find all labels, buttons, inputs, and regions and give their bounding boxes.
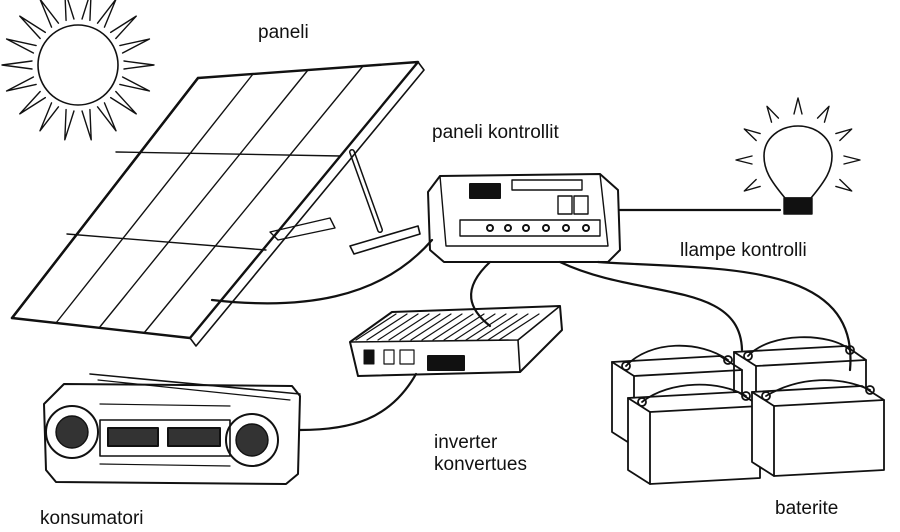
ray <box>96 0 117 28</box>
inverter-ridge <box>355 313 397 341</box>
ray <box>109 15 137 40</box>
label-panel: paneli <box>258 22 309 43</box>
ray <box>816 105 830 123</box>
label-inverter-line2: konvertues <box>434 454 527 475</box>
ray <box>39 0 60 28</box>
radio-icon <box>43 373 301 485</box>
inverter-ridge <box>465 313 507 341</box>
label-inverter-line1: inverter <box>434 432 498 453</box>
ray <box>743 178 761 192</box>
ray <box>843 155 861 165</box>
inverter-ridge <box>487 313 529 341</box>
ray <box>1 60 33 70</box>
wiring <box>210 208 852 432</box>
inverter-ridge <box>443 313 485 341</box>
ray <box>123 60 155 70</box>
inverter-ridge <box>454 313 496 341</box>
ray <box>119 76 151 92</box>
inverter-ridge <box>421 313 463 341</box>
ray <box>19 15 47 40</box>
sun-icon <box>1 0 155 141</box>
inverter-ridge <box>399 313 441 341</box>
ray <box>64 0 75 22</box>
inverter-ridge <box>366 313 408 341</box>
inverter-ridge <box>498 313 540 341</box>
ray <box>64 108 75 141</box>
label-consumer: konsumatori <box>40 508 144 529</box>
label-lamp: llampe kontrolli <box>680 240 807 261</box>
ray <box>766 105 780 123</box>
inverter-ridge <box>377 313 419 341</box>
inverter-ridge <box>476 313 518 341</box>
ray <box>19 90 47 115</box>
solar-panel-icon <box>10 60 425 347</box>
ray <box>39 102 60 132</box>
battery-icon <box>611 336 885 485</box>
inverter-ridge <box>388 313 430 341</box>
ray <box>119 38 151 54</box>
ray <box>81 0 92 22</box>
ray <box>793 97 803 115</box>
ray <box>5 38 37 54</box>
ray <box>743 128 761 142</box>
light-bulb-icon <box>735 97 861 215</box>
label-controller: paneli kontrollit <box>432 122 559 143</box>
ray <box>96 102 117 132</box>
ray <box>735 155 753 165</box>
inverter-icon <box>349 305 563 377</box>
ray <box>5 76 37 92</box>
inverter-ridge <box>432 313 474 341</box>
charge-controller-icon <box>427 173 621 263</box>
ray <box>835 128 853 142</box>
ray <box>835 178 853 192</box>
inverter-ridge <box>410 313 452 341</box>
label-inverter: inverter konvertues <box>434 432 527 476</box>
ray <box>81 108 92 141</box>
label-batteries: baterite <box>775 498 839 519</box>
ray <box>109 90 137 115</box>
